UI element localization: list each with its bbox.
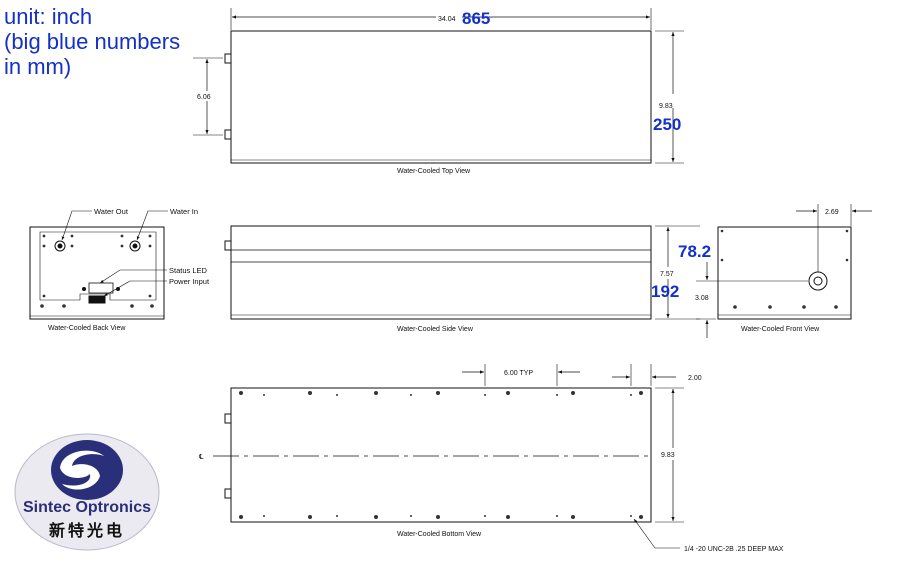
unit-note: unit: inch (big blue numbers in mm) <box>4 4 180 79</box>
bottom-thread-leader <box>633 518 680 549</box>
power-input-connector <box>88 295 106 304</box>
front-view-aperture-outer <box>808 271 828 291</box>
power-input-label: Power Input <box>169 277 210 286</box>
front-view-caption: Water-Cooled Front View <box>741 326 820 333</box>
front-y-offset-mm: 78.2 <box>678 242 711 261</box>
top-width-inch: 9.83 <box>659 103 673 110</box>
back-view-caption: Water-Cooled Back View <box>48 325 126 332</box>
top-width-mm: 250 <box>653 115 681 134</box>
water-in-label: Water In <box>170 207 198 216</box>
bottom-view <box>213 364 684 549</box>
bottom-width-inch: 9.83 <box>661 452 675 459</box>
side-view-port <box>224 240 232 251</box>
top-view-port-upper <box>224 53 232 64</box>
unit-note-line-2: (big blue numbers <box>4 29 181 54</box>
side-height-inch: 7.57 <box>660 271 674 278</box>
back-view-body <box>29 226 165 320</box>
side-view-caption: Water-Cooled Side View <box>397 326 474 333</box>
status-led-block <box>88 282 114 294</box>
company-logo: Sintec Optronics 新特光电 <box>14 433 160 551</box>
front-y-offset-inch: 3.08 <box>695 295 709 302</box>
top-length-inch: 34.04 <box>438 16 456 23</box>
back-view-panel <box>39 231 157 301</box>
top-view-caption: Water-Cooled Top View <box>397 168 471 175</box>
unit-note-line-1: unit: inch <box>4 4 93 29</box>
bottom-view-port-upper <box>224 413 232 424</box>
front-view-aperture-inner <box>813 276 823 286</box>
side-view-body <box>230 225 652 320</box>
top-length-mm: 865 <box>462 9 490 28</box>
logo-chinese-name: 新特光电 <box>49 521 125 540</box>
side-height-mm: 192 <box>651 282 679 301</box>
top-port-spacing-inch: 6.06 <box>197 94 211 101</box>
back-view-leaders <box>61 210 168 297</box>
status-led-label: Status LED <box>169 266 208 275</box>
bottom-view-body <box>230 387 652 523</box>
bottom-thread-note: 1/4 -20 UNC-2B .25 DEEP MAX <box>684 546 784 553</box>
front-view <box>696 204 872 338</box>
water-in-fitting <box>129 240 141 252</box>
bottom-edge-offset: 2.00 <box>688 375 702 382</box>
top-view <box>193 8 684 164</box>
back-view-screws <box>40 234 154 308</box>
front-view-body <box>717 226 852 320</box>
logo-company-name: Sintec Optronics <box>23 499 151 516</box>
top-view-port-lower <box>224 129 232 140</box>
side-view <box>224 225 700 320</box>
bottom-centerline-symbol: ℄ <box>199 453 204 461</box>
unit-note-line-3: in mm) <box>4 54 72 79</box>
water-out-label: Water Out <box>94 207 129 216</box>
bottom-view-caption: Water-Cooled Bottom View <box>397 531 482 538</box>
bottom-view-holes <box>239 391 643 519</box>
front-x-offset-inch: 2.69 <box>825 209 839 216</box>
bottom-hole-spacing: 6.00 TYP <box>504 370 533 377</box>
bottom-view-port-lower <box>224 488 232 499</box>
logo-swoosh-icon <box>60 450 104 490</box>
front-view-screws <box>720 229 849 309</box>
back-view <box>29 226 165 320</box>
top-view-body <box>230 30 652 164</box>
back-view-fittings <box>54 240 141 304</box>
water-out-fitting <box>54 240 66 252</box>
